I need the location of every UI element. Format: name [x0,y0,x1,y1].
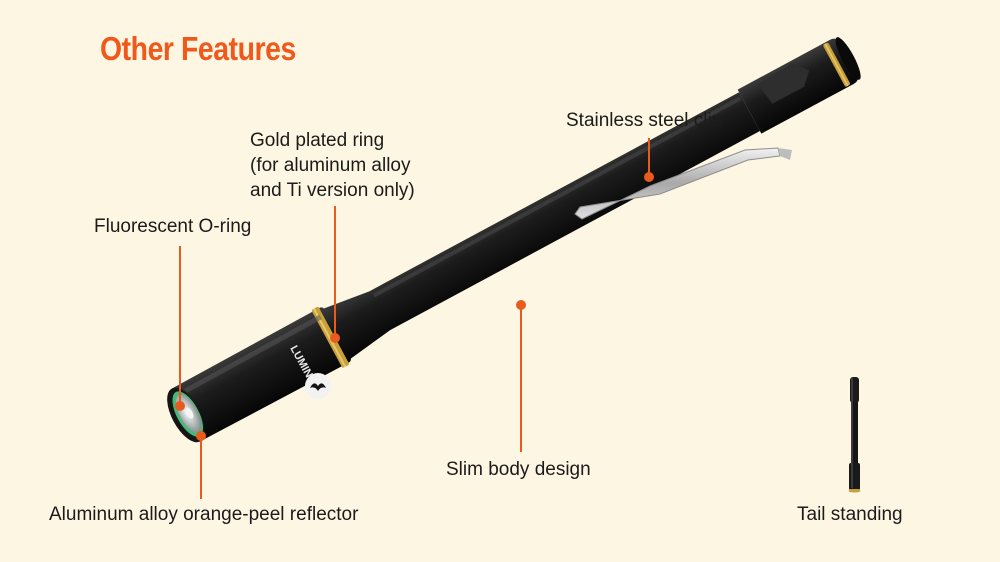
bat-logo-icon [305,373,331,399]
steel-clip [574,147,792,220]
reflector-leader-line [200,438,202,499]
page-title: Other Features [100,30,296,67]
tail-standing-callout: Tail standing [797,504,903,525]
small-standing-flashlight-image [848,377,861,493]
slim-body-leader-dot [516,300,526,310]
clip-callout: Stainless steel clip [566,110,723,131]
slim-body-leader-line [520,306,522,452]
gold-ring-callout: Gold plated ring (for aluminum alloy and… [250,130,415,201]
o-ring-leader-line [179,246,181,408]
o-ring-callout: Fluorescent O-ring [94,216,252,237]
reflector-leader-dot [196,431,206,441]
gold-ring-leader-line [334,206,336,340]
clip-leader-dot [644,172,654,182]
flashlight-body [167,37,861,443]
o-ring-leader-dot [175,401,185,411]
gold-ring-leader-dot [330,333,340,343]
reflector-callout: Aluminum alloy orange-peel reflector [49,504,359,525]
slim-body-callout: Slim body design [446,459,591,480]
clip-leader-line [648,138,650,178]
